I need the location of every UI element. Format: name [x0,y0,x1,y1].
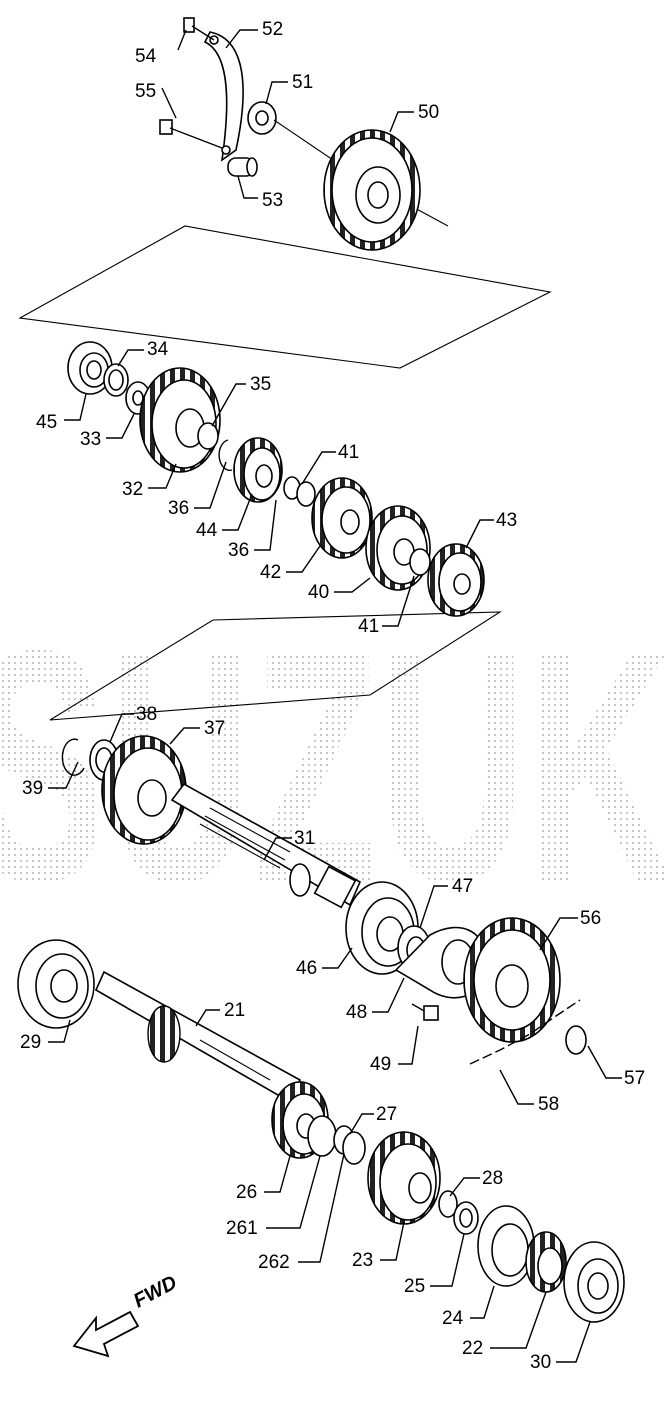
part-32-gear [139,367,221,473]
callout-32: 32 [122,479,143,500]
callout-53: 53 [262,190,283,211]
part-41-washer-lower [409,548,431,576]
callout-37: 37 [204,718,225,739]
part-44-gear [233,437,283,503]
part-25-washer [453,1201,479,1235]
callout-36-upper: 36 [168,498,189,519]
part-55-bolt [159,119,223,149]
callout-21: 21 [224,1000,245,1021]
part-50-gear [323,129,421,251]
part-45-bearing [67,341,113,395]
callout-262: 262 [258,1252,290,1273]
assembly-boundary-upper [18,225,552,369]
part-52-bracket [203,31,244,162]
callout-26: 26 [236,1182,257,1203]
callout-labels: 54 52 55 51 50 53 34 45 33 35 32 41 36 4… [20,19,645,1373]
callout-56: 56 [580,908,601,929]
part-21-driveshaft [94,970,302,1104]
part-56-sprocket [463,917,561,1043]
part-29-bearing [17,939,95,1029]
part-24-gear [477,1205,535,1287]
callout-36-lower: 36 [228,540,249,561]
part-51-bearing [247,101,277,135]
callout-23: 23 [352,1250,373,1271]
callout-35: 35 [250,374,271,395]
callout-39: 39 [22,778,43,799]
callout-40: 40 [308,582,329,603]
callout-48: 48 [346,1002,367,1023]
callout-47: 47 [452,876,473,897]
forward-direction-indicator: FWD [72,1272,181,1358]
fwd-arrow-icon [72,1310,140,1358]
part-28-circlip [438,1190,458,1218]
callout-51: 51 [292,72,313,93]
part-27-circlip [342,1131,366,1165]
callout-49: 49 [370,1054,391,1075]
callout-41: 41 [338,442,359,463]
part-53-collar [227,157,258,177]
part-54-bolt [183,17,215,41]
part-43-gear [427,543,485,617]
leader-lines [48,29,622,1363]
part-39-circlip [61,738,85,776]
part-37-gear [101,735,187,845]
callout-25: 25 [404,1276,425,1297]
callout-24: 24 [442,1308,464,1329]
callout-27: 27 [376,1104,397,1125]
part-49-bolt [411,1003,439,1021]
part-261-bushing [307,1115,337,1157]
callout-42: 42 [260,562,281,583]
fwd-label: FWD [130,1272,181,1313]
callout-34: 34 [147,339,169,360]
callout-55: 55 [135,81,156,102]
callout-46: 46 [296,958,317,979]
part-34-washer [103,363,129,397]
part-30-bearing [563,1241,625,1323]
callout-41-lower: 41 [358,616,379,637]
callout-43: 43 [496,510,517,531]
callout-28: 28 [482,1168,503,1189]
callout-44: 44 [196,520,218,541]
assembly-boundary-middle [49,611,502,721]
callout-57: 57 [624,1068,645,1089]
part-57-circlip [565,1025,587,1055]
callout-33: 33 [80,429,101,450]
part-22-gear [525,1231,567,1293]
callout-50: 50 [418,102,439,123]
part-42-gear [311,477,373,559]
callout-22: 22 [462,1338,483,1359]
callout-38: 38 [136,704,157,725]
part-36-circlip [218,439,233,471]
part-23-gear [367,1131,441,1225]
callout-58: 58 [538,1094,559,1115]
callout-52: 52 [262,19,283,40]
part-31-countershaft [170,782,362,909]
callout-29: 29 [20,1032,41,1053]
callout-30: 30 [530,1352,551,1373]
part-58-chain [469,999,581,1065]
part-40-gear [365,505,431,591]
callout-54: 54 [135,46,157,67]
callout-45: 45 [36,412,57,433]
callout-261: 261 [226,1218,258,1239]
part-41-circlip [283,476,316,507]
callout-31: 31 [294,828,315,849]
part-35-washer [197,422,219,450]
